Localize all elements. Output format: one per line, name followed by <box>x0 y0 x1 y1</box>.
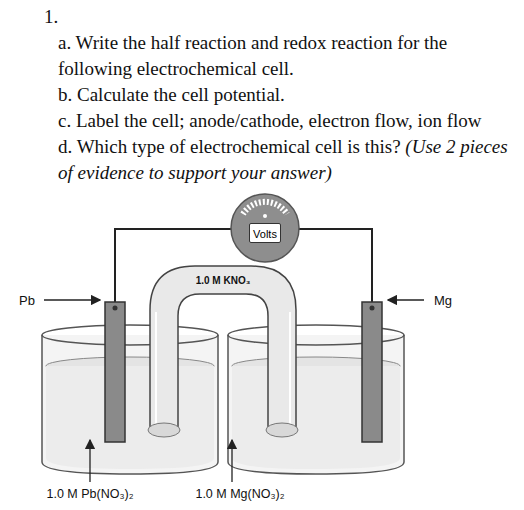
salt-bridge-label: 1.0 M KNO₃ <box>196 275 251 286</box>
meter-label: Volts <box>253 228 277 240</box>
leader-line <box>89 440 90 482</box>
pb-electrode <box>105 302 125 442</box>
leader-line <box>44 299 100 300</box>
wire <box>298 229 372 302</box>
solution-label: 1.0 M Mg(NO₃)₂ <box>195 487 284 501</box>
question-text: c. Label the cell; anode/cathode, electr… <box>58 108 513 134</box>
solution-label: 1.0 M Pb(NO₃)₂ <box>46 487 133 501</box>
electrode-label: Pb <box>19 293 35 308</box>
leader-line <box>388 299 424 300</box>
question-text: a. Write the half reaction and redox rea… <box>58 30 513 82</box>
salt-bridge <box>150 266 296 432</box>
electrode-label: Mg <box>434 293 452 308</box>
question-text: d. Which type of electrochemical cell is… <box>58 134 513 186</box>
mg-electrode <box>362 302 382 442</box>
leader-line <box>231 440 232 482</box>
left-beaker <box>42 325 218 474</box>
question-text: 1. <box>44 4 74 30</box>
voltmeter <box>231 194 299 262</box>
voltmeter-label-box: Volts <box>249 223 281 243</box>
question-text: d. Which type of electrochemical cell is… <box>58 136 401 157</box>
question-text: b. Calculate the cell potential. <box>58 82 513 108</box>
